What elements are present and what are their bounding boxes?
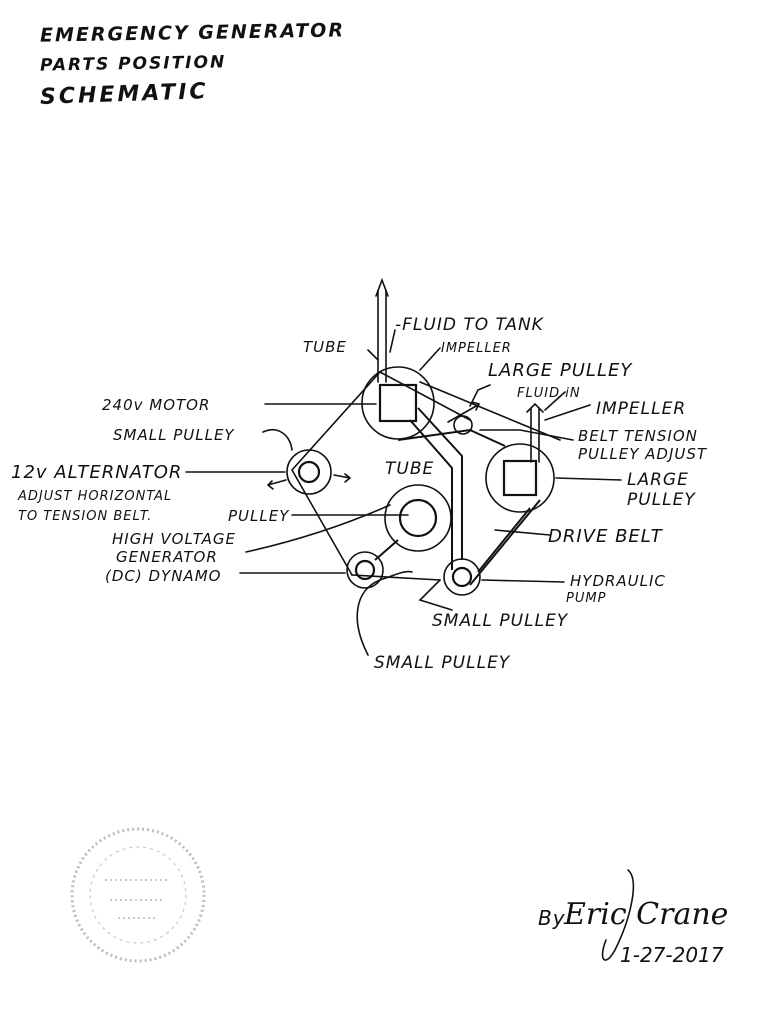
tube-up-to-tank <box>375 277 389 383</box>
impeller-top-icon <box>378 383 418 423</box>
label-fluid-in: FLUID iN <box>517 386 581 401</box>
label-pulley: PULLEY <box>228 507 290 525</box>
label-small-pulley-left: SMALL PULLEY <box>113 426 235 444</box>
label-small-pulley-bottom-2: SMALL PULLEY <box>374 653 511 673</box>
label-fluid-to-tank: -FLUID TO TANK <box>395 315 545 335</box>
hv-generator-pulley <box>384 484 452 552</box>
label-adjust-2: TO TENSION BELT. <box>18 509 152 524</box>
dynamo-small-pulley <box>346 551 384 589</box>
label-large-pulley-right-1: LARGE <box>627 470 689 490</box>
label-impeller-top: IMPELLER <box>441 341 512 356</box>
label-belt-tension-1: BELT TENSION <box>578 427 698 445</box>
label-large-pulley-top: LARGE PULLEY <box>488 360 633 381</box>
label-hv-2: GENERATOR <box>116 548 218 566</box>
label-hv-3: (DC) DYNAMO <box>105 567 221 585</box>
impeller-top-unit <box>361 366 435 440</box>
notary-seal-stamp <box>70 827 206 963</box>
signature-block: By Eric Crane 1-27-2017 <box>538 869 728 967</box>
impeller-right-icon <box>502 459 538 497</box>
label-tube-top: TUBE <box>303 338 347 356</box>
fluid-in-tube <box>526 402 544 463</box>
label-hydraulic-2: PUMP <box>566 591 606 606</box>
label-240v-motor: 240v MOTOR <box>102 396 210 414</box>
leader-lines <box>185 329 622 656</box>
alternator-pulley <box>266 449 352 495</box>
signature-name: Eric Crane <box>563 897 728 932</box>
label-impeller-right: IMPELLER <box>596 399 686 419</box>
label-hv-1: HIGH VOLTAGE <box>112 530 236 548</box>
impeller-right-unit <box>485 443 555 513</box>
label-tube-center: TUBE <box>385 459 434 479</box>
label-hydraulic-1: HYDRAULIC <box>570 572 666 590</box>
label-drive-belt: DRIVE BELT <box>548 526 664 547</box>
label-large-pulley-right-2: PULLEY <box>627 490 696 510</box>
large-pulley-top <box>361 366 435 440</box>
label-12v-alternator: 12v ALTERNATOR <box>11 462 182 483</box>
signature-date: 1-27-2017 <box>620 943 724 967</box>
belt-tension-pulley <box>453 415 473 435</box>
drive-belts <box>374 407 541 586</box>
signature-by: By <box>538 906 566 930</box>
large-pulley-right <box>485 443 555 513</box>
hydraulic-pump-pulley <box>443 558 481 596</box>
label-belt-tension-2: PULLEY ADJUST <box>578 445 708 463</box>
label-adjust-1: ADJUST HORIZONTAL <box>17 489 172 504</box>
signature-flourish <box>601 869 635 961</box>
label-small-pulley-bottom-1: SMALL PULLEY <box>432 611 569 631</box>
